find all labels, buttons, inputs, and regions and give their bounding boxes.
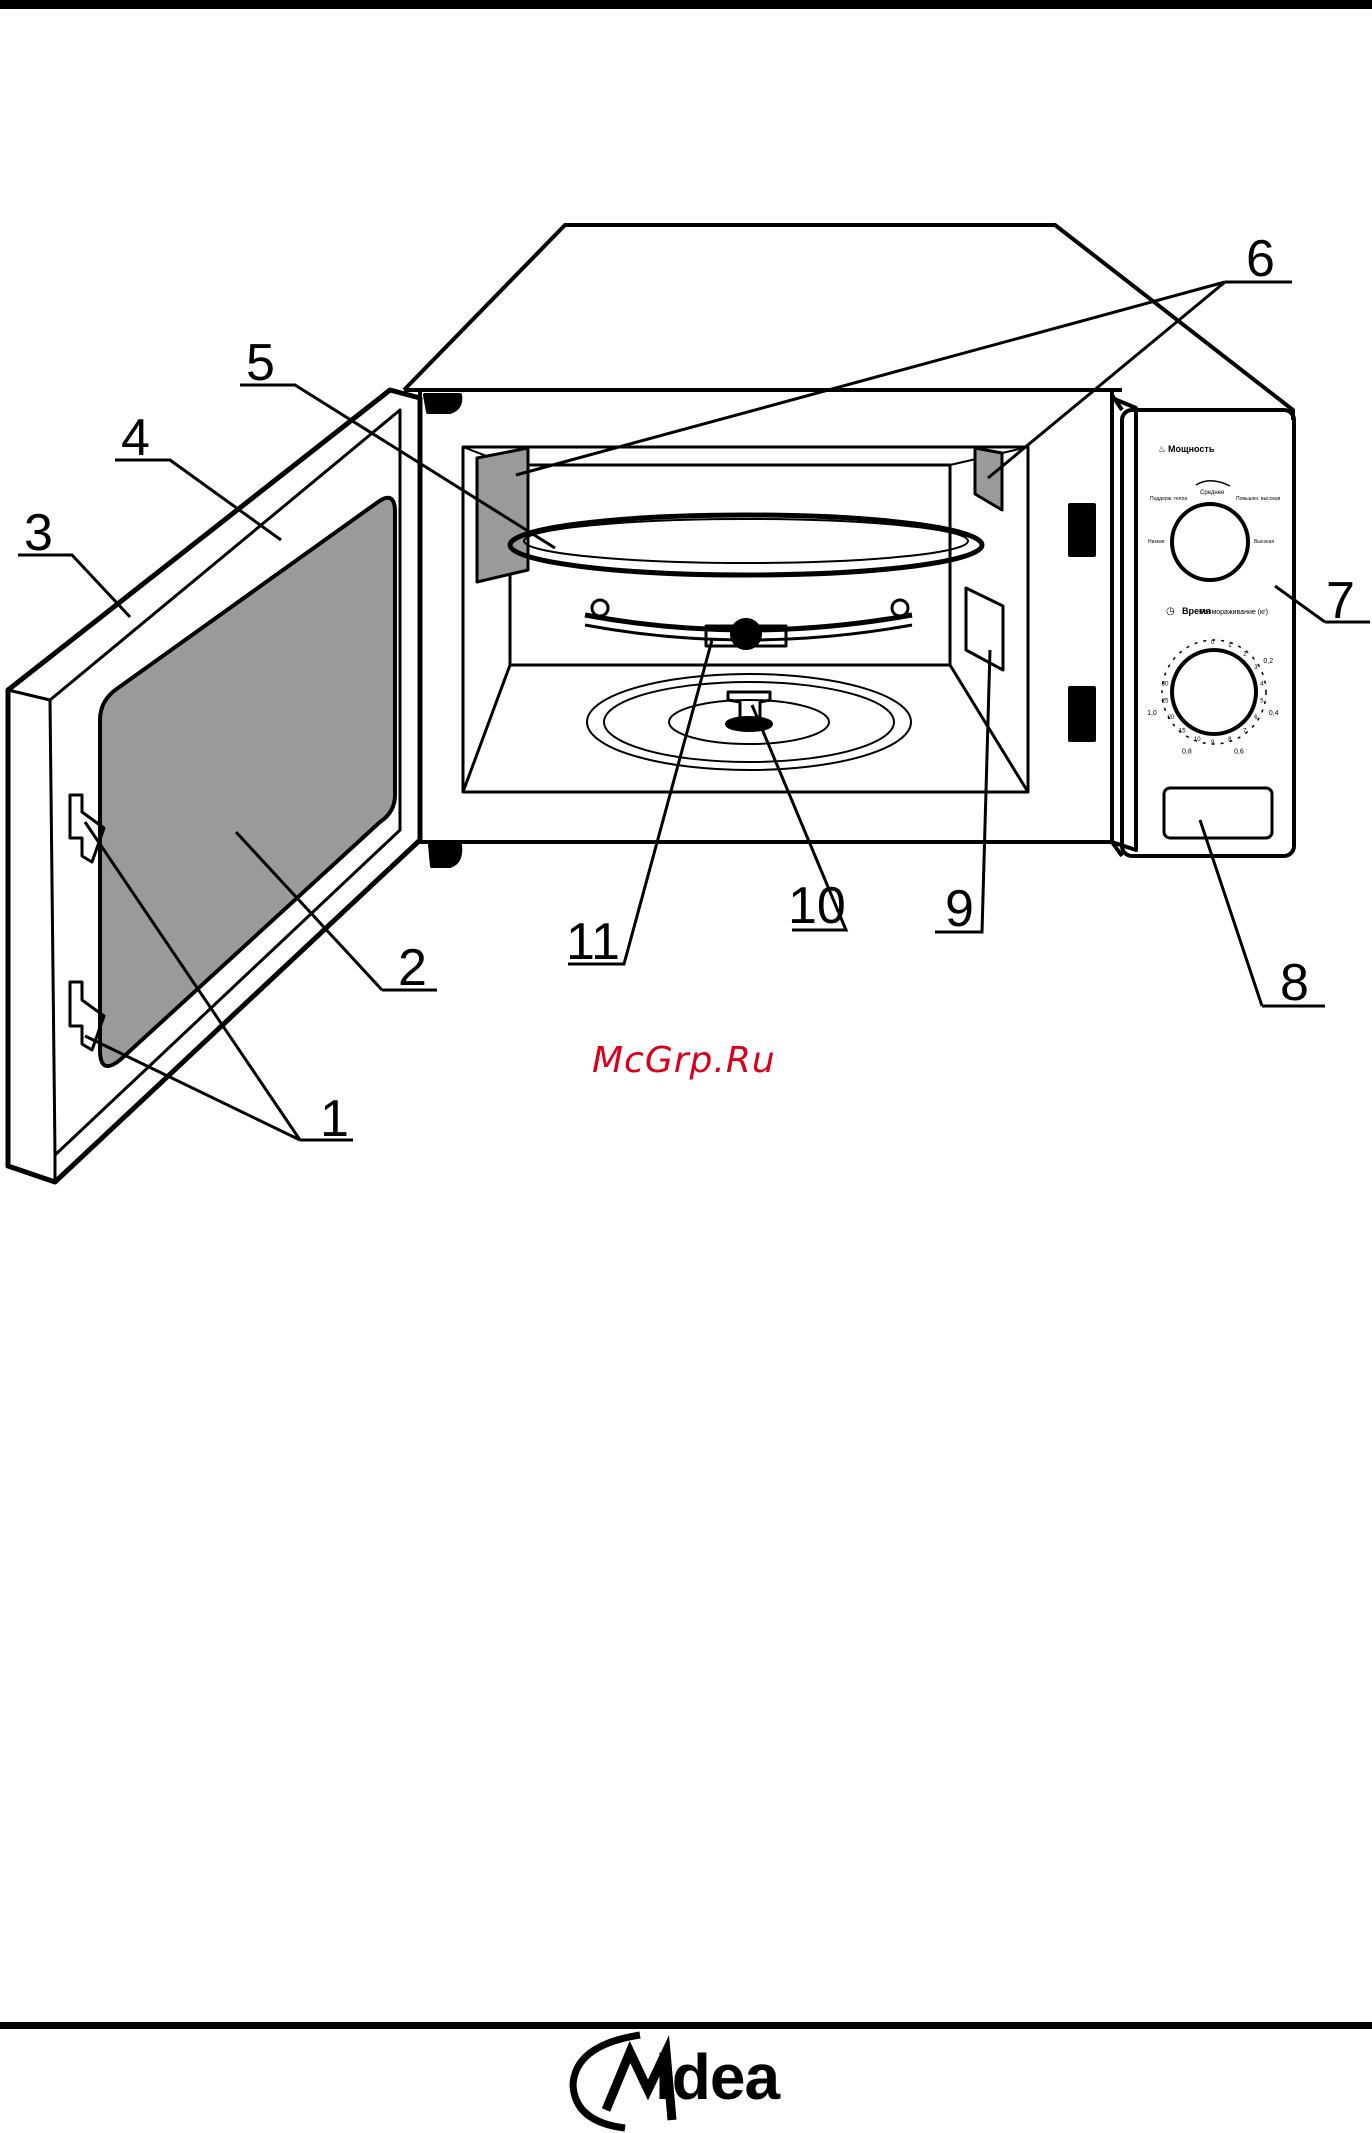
leader-7	[1275, 586, 1370, 622]
power-level-medium-high: Повышен. высокая	[1236, 496, 1281, 502]
time-mark: 8	[1228, 737, 1232, 743]
time-mark: 1	[1228, 643, 1232, 649]
weight-mark: 0,4	[1269, 710, 1279, 717]
time-mark: 30	[1162, 681, 1169, 687]
callout-4: 4	[121, 409, 150, 467]
display-window	[1164, 788, 1272, 838]
time-mark: 0	[1211, 640, 1215, 646]
waveguide-cover-right	[975, 448, 1002, 510]
time-mark: 25	[1162, 699, 1169, 705]
time-mark: 4	[1260, 681, 1264, 687]
defrost-label: Размораживание (кг)	[1200, 609, 1268, 616]
callout-6: 6	[1246, 230, 1275, 288]
power-label: Мощность	[1168, 444, 1215, 454]
watermark-text: McGrp.Ru	[592, 1040, 776, 1081]
brand-logo-text: idea	[655, 2040, 779, 2114]
time-mark: 2	[1243, 652, 1247, 658]
time-mark: 9	[1211, 740, 1215, 746]
weight-mark: 1,0	[1147, 710, 1157, 717]
power-level-medium: Среднее	[1200, 490, 1225, 496]
callout-8: 8	[1280, 954, 1309, 1012]
callout-10: 10	[788, 877, 846, 935]
bottom-rule	[0, 2022, 1372, 2029]
callout-9: 9	[945, 880, 974, 938]
weight-mark: 0,6	[1234, 749, 1244, 756]
power-icon: ♨	[1158, 445, 1166, 455]
time-mark: 20	[1168, 715, 1175, 721]
time-mark: 15	[1179, 728, 1186, 734]
weight-mark: 0,2	[1263, 658, 1273, 665]
callout-3: 3	[24, 504, 53, 562]
time-mark: 3	[1254, 665, 1258, 671]
timer-knob	[1172, 650, 1256, 734]
power-level-high: Высокая	[1254, 539, 1274, 545]
time-mark: 5	[1260, 699, 1264, 705]
part-9-plate	[966, 588, 1003, 670]
clock-icon: ◷	[1166, 606, 1175, 617]
glass-tray	[510, 515, 982, 575]
callout-1: 1	[320, 1090, 349, 1148]
power-knob	[1172, 504, 1248, 580]
power-level-keepwarm: Поддерж. тепла	[1150, 496, 1187, 502]
time-mark: 10	[1194, 737, 1201, 743]
callout-2: 2	[398, 939, 427, 997]
callout-5: 5	[246, 334, 275, 392]
power-level-low: Низкая	[1148, 539, 1165, 545]
weight-mark: 0,8	[1182, 749, 1192, 756]
callout-11: 11	[566, 913, 620, 971]
callout-7: 7	[1326, 572, 1355, 630]
